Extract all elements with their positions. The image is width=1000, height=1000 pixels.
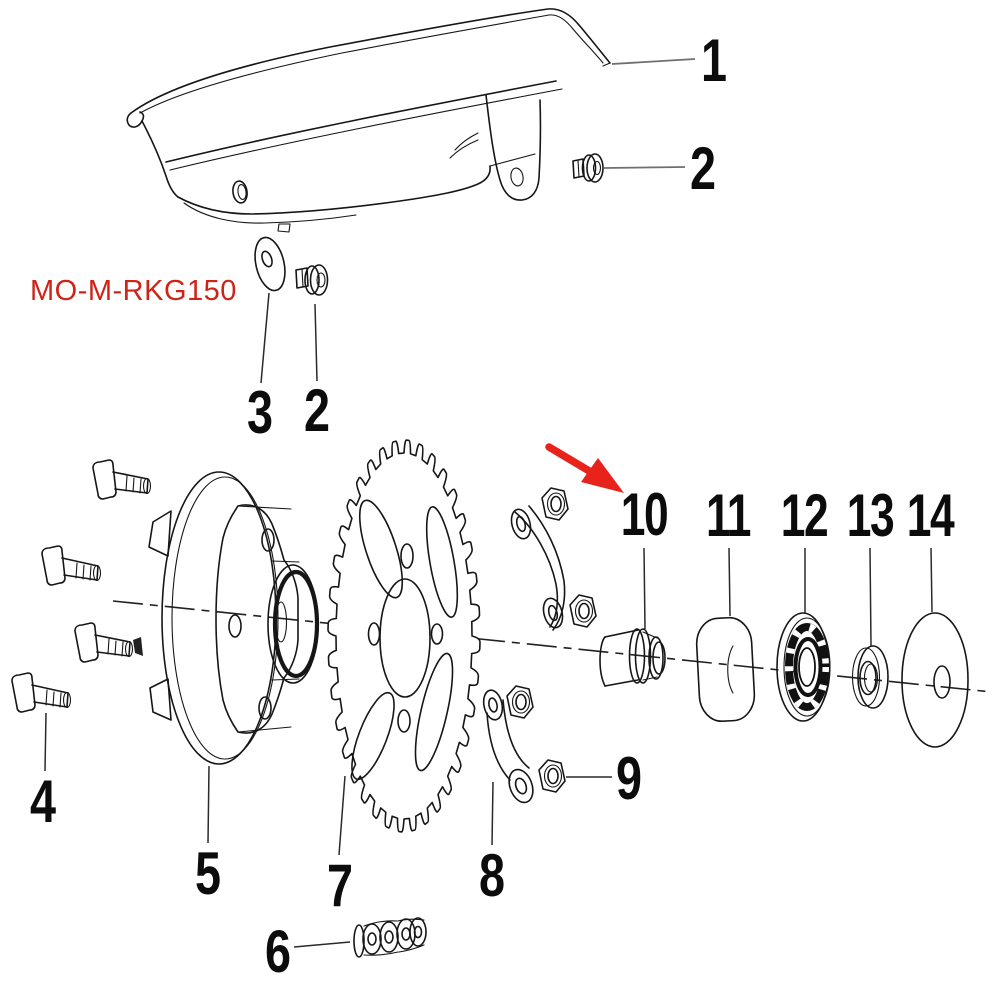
sprocket	[327, 439, 481, 833]
leader-lines	[44, 58, 933, 948]
hub-bolt-4	[11, 672, 72, 713]
callout-12: 12	[781, 483, 828, 550]
spacer-disc	[695, 616, 756, 723]
callout-7: 7	[327, 852, 353, 919]
axis-centerline	[112, 600, 993, 693]
red-pointer-arrow	[545, 443, 624, 493]
sprocket-teeth	[327, 439, 481, 833]
callout-6: 6	[265, 918, 291, 985]
callout-3: 3	[247, 379, 273, 446]
hub-bolt-2	[41, 545, 102, 586]
hex-nut-2	[569, 594, 597, 628]
hex-nut-1	[541, 487, 569, 521]
hex-nut-3	[506, 685, 534, 719]
callout-9: 9	[616, 745, 642, 812]
callout-numbers: 1 2 3 2 4 5 6 7 8 9 10 11 12 13 14	[30, 27, 957, 985]
chain-link-section	[353, 917, 427, 958]
callout-2-mid: 2	[304, 377, 330, 444]
hex-nut-4	[538, 759, 566, 793]
hub-bolt-1	[92, 459, 152, 500]
callout-14: 14	[907, 483, 955, 550]
bushing	[851, 645, 889, 709]
callout-11: 11	[706, 483, 750, 550]
bearing	[776, 612, 831, 722]
callout-10: 10	[621, 482, 668, 549]
spacer-collar	[599, 628, 666, 687]
flange-bolt-top	[572, 153, 604, 183]
callout-2-top: 2	[690, 135, 716, 202]
callout-5: 5	[195, 840, 221, 907]
sprocket-hub	[133, 471, 320, 765]
chain-guard	[126, 8, 611, 233]
hex-nuts	[506, 487, 597, 793]
part-code-text: MO-M-RKG150	[30, 275, 237, 307]
shim-disc	[901, 612, 969, 748]
callout-4: 4	[30, 768, 56, 835]
callout-1: 1	[701, 27, 727, 94]
hub-bolts	[11, 459, 152, 713]
washer	[254, 236, 286, 292]
hub-bolt-3	[74, 622, 134, 663]
callout-13: 13	[847, 483, 894, 550]
flange-bolt-mid	[295, 264, 329, 296]
retainer-plate-bottom	[482, 689, 534, 804]
callout-8: 8	[479, 842, 505, 909]
retainer-plate-top	[510, 505, 566, 631]
